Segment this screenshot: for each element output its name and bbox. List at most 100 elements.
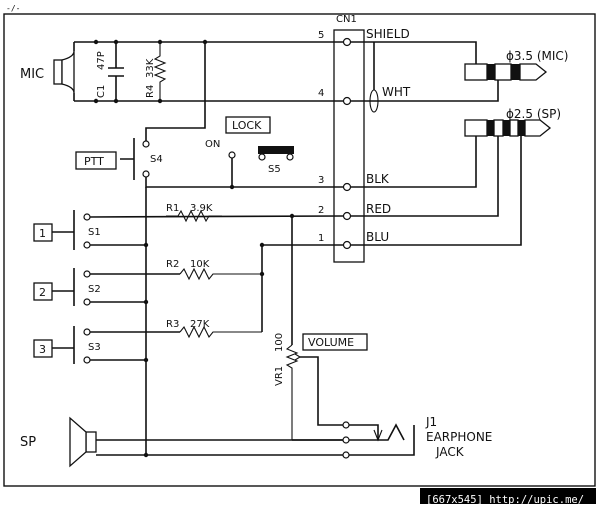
r4-ref: R4 <box>145 85 156 98</box>
pin-terminal-5 <box>342 37 352 47</box>
switch-s2 <box>52 268 75 306</box>
resistor-r4 <box>153 42 167 101</box>
plug-mic-label: ϕ3.5 (MIC) <box>506 49 568 63</box>
wire-vr1-wiper <box>300 356 343 426</box>
r1-ref: R1 <box>166 203 179 214</box>
s2-ref: S2 <box>88 284 101 295</box>
junction-dot <box>157 98 163 104</box>
junction-dot <box>143 299 149 305</box>
s1-ref: S1 <box>88 227 101 238</box>
junction-dot <box>259 242 265 248</box>
wire-ptt-to-blk <box>145 177 343 188</box>
image-host-footer: [667x545] http://upic.me/ <box>420 488 596 506</box>
r3-value: 27K <box>190 319 210 330</box>
key-1-label: 1 <box>39 227 46 240</box>
s5-contact-on <box>228 151 236 159</box>
j1-label-line2: JACK <box>435 445 465 459</box>
lock-box <box>225 116 271 134</box>
key-3: 3 S3 <box>33 326 101 364</box>
corner-mark: -/- <box>6 4 20 13</box>
connector-name: CN1 <box>336 14 357 25</box>
key-3-label: 3 <box>39 343 46 356</box>
pin-label-blk: BLK <box>366 172 390 186</box>
wire-shield <box>351 41 477 64</box>
pin-label-wht: WHT <box>382 85 411 99</box>
speaker-icon <box>69 416 97 468</box>
switch-s3 <box>52 326 75 364</box>
pin-label-blu: BLU <box>366 230 389 244</box>
pin-terminal-1 <box>342 240 352 250</box>
pin-number-4: 4 <box>318 88 324 99</box>
connector-body <box>333 29 365 263</box>
pin-number-1: 1 <box>318 233 324 244</box>
lock-on-label: ON <box>205 139 220 150</box>
outer-frame <box>3 13 596 487</box>
junction-dot <box>229 184 235 190</box>
r3-ref: R3 <box>166 319 179 330</box>
j1-contact-arrow <box>373 429 383 442</box>
wire-wht <box>351 80 499 102</box>
key-2: 2 S2 <box>33 268 101 306</box>
s4-contact-bottom <box>142 170 150 178</box>
microphone-icon <box>53 50 75 94</box>
junction-dot <box>289 213 295 219</box>
junction-dot <box>93 39 99 45</box>
j1-terminal-top <box>342 421 350 429</box>
junction-dot <box>113 98 119 104</box>
switch-contact <box>83 298 91 306</box>
s3-ref: S3 <box>88 342 101 353</box>
key-2-label: 2 <box>39 286 46 299</box>
vr1-wiper-arrow <box>294 353 301 361</box>
mic-label: MIC <box>20 67 44 82</box>
ptt-label: PTT <box>84 155 104 168</box>
footer-text: [667x545] http://upic.me/ <box>426 494 585 506</box>
r2-value: 10K <box>190 259 210 270</box>
switch-contact <box>83 270 91 278</box>
junction-dot <box>113 39 119 45</box>
earphone-jack-j1 <box>349 423 415 456</box>
switch-s4 <box>120 138 135 180</box>
wire-ptt-top <box>145 42 206 141</box>
lock-label: LOCK <box>232 119 262 132</box>
pin-label-shield: SHIELD <box>366 27 410 41</box>
pin-terminal-3 <box>342 182 352 192</box>
ptt-box <box>75 151 117 170</box>
plug-sp-label: ϕ2.5 (SP) <box>506 107 561 121</box>
junction-dot <box>143 357 149 363</box>
potentiometer-vr1 <box>285 344 299 440</box>
r2-ref: R2 <box>166 259 179 270</box>
plug-sp-2-5 <box>464 119 552 137</box>
wire-red <box>351 136 499 217</box>
key-1: 1 S1 <box>33 210 101 250</box>
s4-ref: S4 <box>150 154 163 165</box>
r1-value: 3.9K <box>190 203 213 214</box>
r4-value: 33K <box>145 58 156 78</box>
junction-dot <box>143 452 149 458</box>
plug-mic-3-5 <box>464 63 548 81</box>
volume-label: VOLUME <box>308 336 354 349</box>
wire-blk <box>351 136 477 188</box>
switch-s5 <box>258 146 294 161</box>
junction-dot <box>93 98 99 104</box>
c1-value: 47P <box>96 51 107 70</box>
j1-label-line1: EARPHONE <box>426 430 492 444</box>
pin-terminal-2 <box>342 211 352 221</box>
s4-contact-top <box>142 140 150 148</box>
pin-number-3: 3 <box>318 175 324 186</box>
resistor-r1 <box>166 209 222 223</box>
junction-dot <box>157 39 163 45</box>
resistor-r2 <box>179 267 262 281</box>
j1-terminal-bottom <box>342 451 350 459</box>
vr1-value: 100 <box>274 333 285 352</box>
switch-contact <box>83 213 91 221</box>
pin-number-2: 2 <box>318 205 324 216</box>
junction-dot <box>259 271 265 277</box>
speaker-label: SP <box>20 435 36 450</box>
pin-number-5: 5 <box>318 30 324 41</box>
switch-contact <box>83 356 91 364</box>
vr1-ref: VR1 <box>274 366 285 386</box>
pin-label-red: RED <box>366 202 391 216</box>
wire-blu <box>351 136 522 246</box>
